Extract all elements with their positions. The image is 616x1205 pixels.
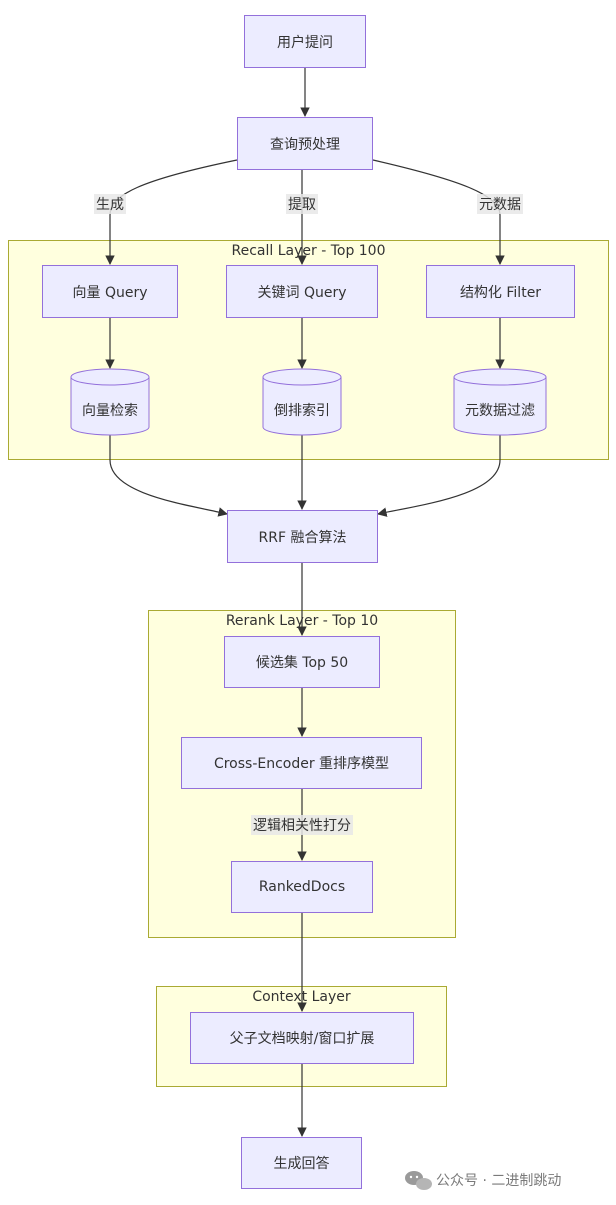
generate-answer-node: 生成回答 (241, 1137, 362, 1189)
metadata-filter-cylinder (453, 368, 547, 436)
inverted-index-label: 倒排索引 (274, 403, 330, 419)
edge-label-relevance: 逻辑相关性打分 (251, 815, 353, 835)
metadata-filter-label: 元数据过滤 (465, 403, 535, 419)
edge-search-to-rrf (109, 435, 228, 517)
edge-label-extract: 提取 (286, 194, 318, 214)
inverted-index-cylinder (262, 368, 342, 436)
rrf-fusion-node: RRF 融合算法 (227, 510, 378, 563)
recall-layer-title: Recall Layer - Top 100 (231, 243, 386, 259)
watermark: 公众号 · 二进制跳动 (404, 1168, 561, 1192)
edge-label-metadata: 元数据 (477, 194, 523, 214)
vector-query-node: 向量 Query (42, 265, 178, 318)
database-cylinders (70, 368, 547, 436)
keyword-query-node: 关键词 Query (226, 265, 378, 318)
query-preprocess-node: 查询预处理 (237, 117, 373, 170)
vector-search-label: 向量检索 (82, 403, 138, 419)
ranked-docs-node: RankedDocs (231, 861, 373, 913)
cross-encoder-node: Cross-Encoder 重排序模型 (181, 737, 422, 789)
edge-metadata-to-rrf (377, 435, 501, 517)
parent-child-node: 父子文档映射/窗口扩展 (190, 1012, 414, 1064)
structured-filter-node: 结构化 Filter (426, 265, 575, 318)
edge-label-generate: 生成 (94, 194, 126, 214)
watermark-text: 公众号 · 二进制跳动 (436, 1173, 562, 1189)
wechat-icon (405, 1171, 432, 1190)
vector-search-cylinder (70, 368, 150, 436)
user-question-node: 用户提问 (244, 15, 366, 68)
candidates-node: 候选集 Top 50 (224, 636, 380, 688)
edge-preprocess-to-vector-query (105, 159, 238, 265)
